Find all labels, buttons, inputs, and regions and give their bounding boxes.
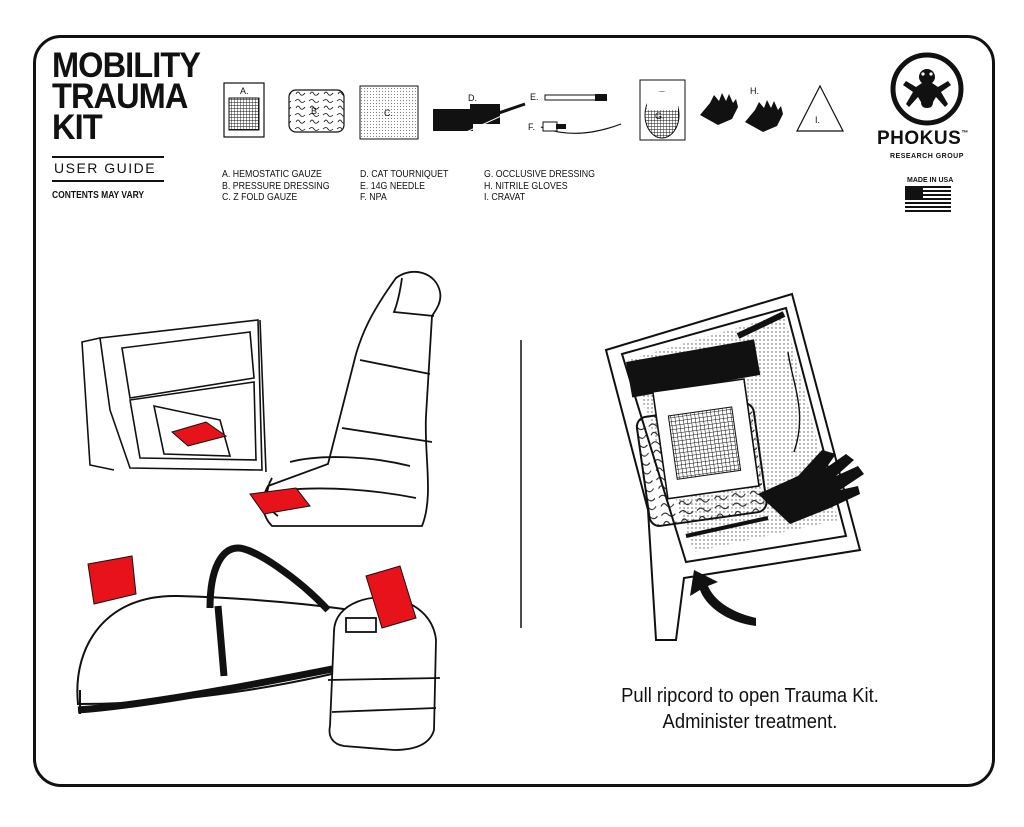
title-line-3: KIT [52,108,103,147]
frog-logo-icon [890,52,964,126]
backpack-illustration [327,596,441,751]
npa-icon [540,121,622,134]
item-label-b: B. [311,106,320,116]
kit-under-seat [249,487,311,515]
trademark-mark: ™ [961,130,969,137]
cravat-icon [796,84,844,132]
legend-col-3: G. OCCLUSIVE DRESSING H. NITRILE GLOVES … [484,169,595,204]
kit-in-duffel [87,555,137,605]
kit-in-backpack [365,565,417,629]
legend-col-1: A. HEMOSTATIC GAUZE B. PRESSURE DRESSING… [222,169,330,204]
open-kit-illustration [604,292,864,641]
cat-tourniquet-icon [433,102,526,135]
item-label-h: H. [750,86,759,96]
item-label-g: G. [655,111,665,121]
legend-entry: D. CAT TOURNIQUET [360,169,449,180]
made-in-usa-label: MADE IN USA [907,177,954,184]
item-label-a: A. [240,86,249,96]
kit-in-glovebox [170,421,228,447]
glovebox-illustration [81,319,267,473]
brand-subtitle: RESEARCH GROUP [890,153,964,160]
legend-entry: I. CRAVAT [484,192,526,203]
user-guide-label: USER GUIDE [54,160,157,176]
title-line-1: MOBILITY [52,46,201,85]
legend-col-2: D. CAT TOURNIQUET E. 14G NEEDLE F. NPA [360,169,448,204]
rule-bottom [52,180,164,182]
needle-in-kit [685,516,769,538]
title-line-2: TRAUMA [52,77,188,116]
contents-note: CONTENTS MAY VARY [52,190,145,201]
brand-name-text: PHOKUS [877,128,962,149]
legend-entry: G. OCCLUSIVE DRESSING [484,169,596,180]
legend-entry: B. PRESSURE DRESSING [222,180,330,192]
us-flag-icon [905,186,951,212]
glove-in-kit [758,450,864,524]
hemostatic-gauze-icon [223,82,265,138]
item-label-d: D. [468,93,477,103]
needle-icon [544,94,607,101]
item-icons-row [223,79,844,141]
caption-line-1: Pull ripcord to open Trauma Kit. [621,685,879,707]
legend-entry: F. NPA [360,192,387,203]
panel-divider [520,340,522,628]
occlusive-dressing-icon [639,79,686,141]
item-label-e: E. [530,92,539,102]
pressure-dressing-icon [288,89,345,133]
car-seat-illustration [262,270,442,527]
item-label-c: C. [384,108,393,118]
instruction-caption: Pull ripcord to open Trauma Kit. Adminis… [575,683,925,735]
nitrile-gloves-icon [700,93,783,132]
caption-line-2: Administer treatment. [662,711,838,733]
rule-top [52,156,164,158]
legend-entry: E. 14G NEEDLE [360,180,426,192]
legend-entry: H. NITRILE GLOVES [484,180,568,192]
hemostatic-gauze-in-kit [651,378,760,500]
page-title: MOBILITY TRAUMA KIT [52,46,201,147]
z-fold-gauze-icon [359,85,419,140]
storage-locations-illustration [76,270,442,751]
item-label-f: F. [528,122,536,132]
ripcord-arrow-icon [690,570,756,626]
brand-name: PHOKUS™ [877,128,969,150]
legend-entry: A. HEMOSTATIC GAUZE [222,169,322,180]
item-label-i: I. [815,115,821,125]
legend-entry: C. Z FOLD GAUZE [222,192,298,203]
